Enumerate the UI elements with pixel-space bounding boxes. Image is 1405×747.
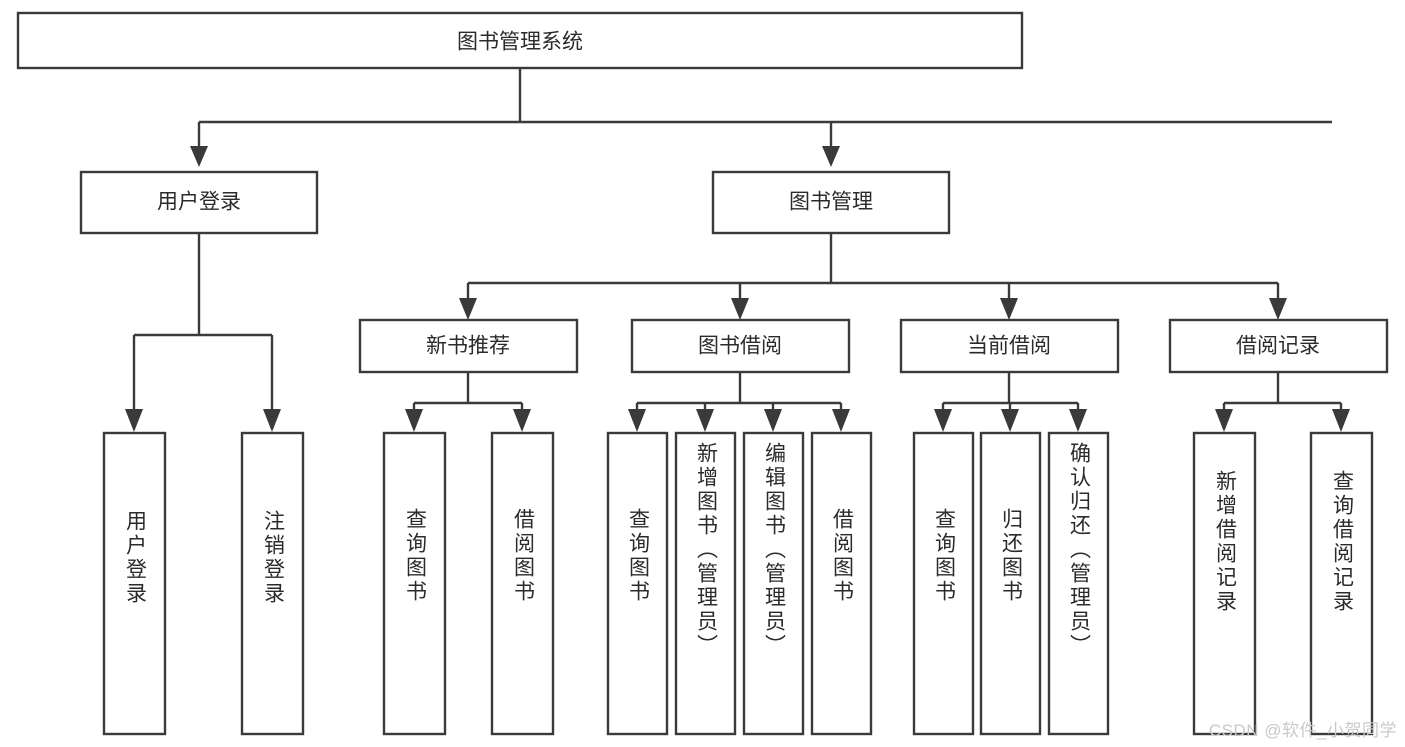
arrow-to-leaf-borrow-edit xyxy=(764,409,782,432)
arrow-to-leaf-current-confirm xyxy=(1069,409,1087,432)
arrow-to-borrow-record xyxy=(1269,298,1287,320)
node-leaf-record-query-box[interactable] xyxy=(1309,431,1374,736)
node-leaf-user-login-box[interactable] xyxy=(102,431,167,736)
node-root-label: 图书管理系统 xyxy=(457,31,583,54)
node-book-borrow-box[interactable] xyxy=(630,318,851,374)
node-book-management-label: 图书管理 xyxy=(789,191,873,214)
arrow-to-leaf-recommend-borrow xyxy=(513,409,531,432)
node-leaf-recommend-borrow-box[interactable] xyxy=(490,431,555,736)
node-root-box[interactable] xyxy=(16,11,1024,70)
arrow-to-leaf-user-logout xyxy=(263,409,281,432)
node-leaf-current-confirm-box[interactable] xyxy=(1047,431,1110,736)
arrow-to-current-borrow xyxy=(1000,298,1018,320)
connector-root-to-level2 xyxy=(190,68,1332,167)
node-user-login-label: 用户登录 xyxy=(157,191,241,214)
connector-user-login-to-leaves xyxy=(125,233,281,432)
arrow-to-new-book-recommend xyxy=(459,298,477,320)
node-leaf-borrow-edit-box[interactable] xyxy=(742,431,805,736)
arrow-to-leaf-record-add xyxy=(1215,409,1233,432)
arrow-to-leaf-borrow-query xyxy=(628,409,646,432)
connector-new-book-recommend-to-leaves xyxy=(405,372,531,432)
node-new-book-recommend-box[interactable] xyxy=(358,318,579,374)
node-leaf-recommend-query-box[interactable] xyxy=(382,431,447,736)
node-current-borrow-label: 当前借阅 xyxy=(967,335,1051,358)
node-borrow-record-label: 借阅记录 xyxy=(1236,335,1320,358)
node-current-borrow-box[interactable] xyxy=(899,318,1120,374)
node-leaf-current-query-box[interactable] xyxy=(912,431,975,736)
connector-book-borrow-to-leaves xyxy=(628,372,850,432)
arrow-to-leaf-current-query xyxy=(934,409,952,432)
arrow-to-leaf-borrow-lend xyxy=(832,409,850,432)
node-borrow-record[interactable]: 借阅记录 xyxy=(1168,318,1389,374)
arrow-to-leaf-record-query xyxy=(1332,409,1350,432)
csdn-watermark: CSDN @软件_小贺同学 xyxy=(1208,721,1397,740)
node-user-login[interactable]: 用户登录 xyxy=(79,170,319,235)
node-leaf-record-add-box[interactable] xyxy=(1192,431,1257,736)
connector-book-management-to-level3 xyxy=(459,233,1287,320)
arrow-to-leaf-current-return xyxy=(1001,409,1019,432)
arrow-to-leaf-user-login xyxy=(125,409,143,432)
arrow-to-book-borrow xyxy=(731,298,749,320)
node-book-management-box[interactable] xyxy=(711,170,951,235)
node-leaf-borrow-query-box[interactable] xyxy=(606,431,669,736)
node-book-management[interactable]: 图书管理 xyxy=(711,170,951,235)
node-new-book-recommend-label: 新书推荐 xyxy=(426,335,510,358)
node-borrow-record-box[interactable] xyxy=(1168,318,1389,374)
node-book-borrow[interactable]: 图书借阅 xyxy=(630,318,851,374)
node-leaf-user-logout-box[interactable] xyxy=(240,431,305,736)
node-new-book-recommend[interactable]: 新书推荐 xyxy=(358,318,579,374)
node-leaf-current-return-box[interactable] xyxy=(979,431,1042,736)
connector-current-borrow-to-leaves xyxy=(934,372,1087,432)
arrow-to-book-management xyxy=(822,146,840,167)
arrow-to-leaf-recommend-query xyxy=(405,409,423,432)
arrow-to-user-login xyxy=(190,146,208,167)
node-leaf-borrow-lend-box[interactable] xyxy=(810,431,873,736)
connector-borrow-record-to-leaves xyxy=(1215,372,1350,432)
node-root[interactable]: 图书管理系统 xyxy=(16,11,1024,70)
node-current-borrow[interactable]: 当前借阅 xyxy=(899,318,1120,374)
node-leaf-borrow-add-box[interactable] xyxy=(674,431,737,736)
node-book-borrow-label: 图书借阅 xyxy=(698,335,782,358)
arrow-to-leaf-borrow-add xyxy=(696,409,714,432)
